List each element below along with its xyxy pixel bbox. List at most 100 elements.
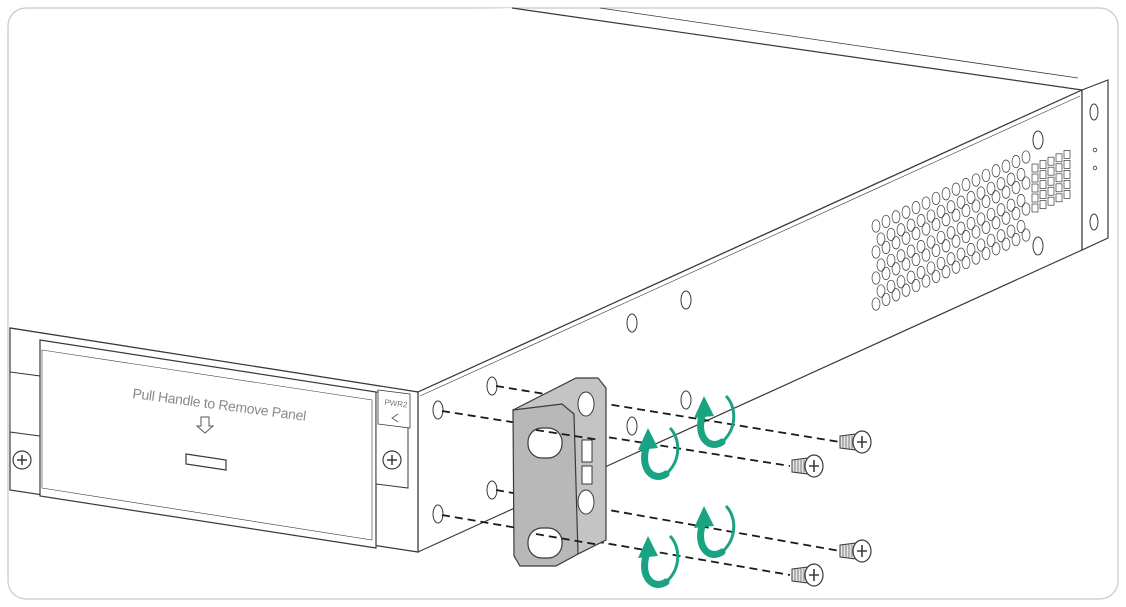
- screw-cross: [809, 569, 819, 581]
- vent-hole: [1021, 228, 1031, 242]
- vent-hole: [871, 245, 881, 259]
- vent-square: [1047, 176, 1055, 186]
- vent-hole: [951, 208, 961, 222]
- side-hole: [1032, 236, 1044, 256]
- vent-hole: [961, 256, 971, 270]
- vent-square: [1047, 166, 1055, 176]
- side-hole: [626, 313, 638, 333]
- arrow-body: [641, 552, 670, 588]
- side-hole: [680, 290, 692, 310]
- vent-hole: [966, 191, 976, 205]
- screw-cross: [809, 460, 819, 472]
- vent-hole: [1021, 176, 1031, 190]
- vent-hole: [956, 195, 966, 209]
- vent-square: [1047, 156, 1055, 166]
- vent-square: [1063, 190, 1071, 199]
- pwr-label: PWR2: [384, 398, 409, 410]
- screw-icon: [791, 454, 824, 478]
- vent-hole: [961, 230, 971, 244]
- vent-hole: [961, 178, 971, 192]
- vent-hole: [1016, 194, 1026, 208]
- arrow-head: [694, 396, 714, 418]
- vent-hole: [1016, 220, 1026, 234]
- vent-hole: [986, 181, 996, 195]
- vent-square: [1055, 193, 1063, 203]
- vent-hole: [1011, 181, 1021, 195]
- vent-hole: [991, 242, 1001, 256]
- vent-hole: [916, 214, 926, 228]
- vent-hole: [871, 219, 881, 233]
- side-vent-grille: [871, 150, 1031, 311]
- bracket-slot: [527, 427, 563, 459]
- vent-hole: [1001, 211, 1011, 225]
- vent-hole: [981, 246, 991, 260]
- vent-hole: [941, 265, 951, 279]
- vent-square: [1039, 160, 1047, 169]
- chassis-top-back-edge-inner: [599, 7, 1079, 79]
- alignment-lines-front: [535, 429, 601, 546]
- power-panel: [39, 339, 377, 549]
- vent-hole: [891, 210, 901, 224]
- rotation-arrow-icon: [638, 534, 680, 588]
- vent-hole: [1006, 172, 1016, 186]
- vent-hole: [901, 283, 911, 297]
- vent-hole: [961, 204, 971, 218]
- vent-hole: [941, 239, 951, 253]
- vent-hole: [951, 182, 961, 196]
- vent-square: [1055, 173, 1063, 183]
- vent-hole: [936, 230, 946, 244]
- vent-hole: [946, 252, 956, 266]
- mounting-bracket: [512, 377, 607, 567]
- pull-handle: [185, 453, 227, 471]
- vent-square: [1047, 186, 1055, 196]
- side-hole: [680, 390, 692, 410]
- vent-hole: [981, 220, 991, 234]
- vent-hole: [971, 251, 981, 265]
- vent-square: [1055, 153, 1063, 163]
- vent-hole: [921, 248, 931, 262]
- vent-hole: [881, 292, 891, 306]
- vent-hole: [901, 231, 911, 245]
- vent-hole: [886, 227, 896, 241]
- arrow-head: [638, 536, 658, 558]
- vent-hole: [911, 253, 921, 267]
- rotation-arrow-icon: [694, 504, 736, 558]
- vent-hole: [1006, 198, 1016, 212]
- vent-hole: [871, 297, 881, 311]
- vent-hole: [891, 288, 901, 302]
- vent-square: [1063, 150, 1071, 159]
- vent-hole: [916, 266, 926, 280]
- rear-plate: [1081, 79, 1109, 251]
- vent-hole: [1021, 150, 1031, 164]
- vent-hole: [881, 214, 891, 228]
- vent-hole: [881, 266, 891, 280]
- vent-hole: [976, 212, 986, 226]
- vent-hole: [896, 223, 906, 237]
- vent-hole: [896, 249, 906, 263]
- vent-hole: [926, 261, 936, 275]
- left-module: [9, 371, 41, 437]
- vent-square: [1031, 193, 1039, 203]
- screw-icon: [839, 539, 872, 563]
- vent-hole: [956, 247, 966, 261]
- side-holes: [626, 130, 1044, 436]
- arrow-head: [638, 428, 658, 450]
- vent-hole: [946, 226, 956, 240]
- vent-square: [1039, 200, 1047, 209]
- screw-cross: [857, 436, 867, 448]
- vent-hole: [911, 227, 921, 241]
- bracket-side-cut: [581, 465, 593, 485]
- vent-hole: [1021, 202, 1031, 216]
- arrow-tail: [664, 534, 680, 584]
- vent-hole: [901, 257, 911, 271]
- vent-square: [1039, 190, 1047, 199]
- vent-square: [1047, 196, 1055, 206]
- down-arrow-icon: [195, 416, 215, 434]
- vent-hole: [966, 217, 976, 231]
- rotation-arrow-icon: [638, 426, 680, 480]
- vent-hole: [936, 204, 946, 218]
- vent-hole: [996, 177, 1006, 191]
- vent-hole: [936, 256, 946, 270]
- vent-hole: [886, 279, 896, 293]
